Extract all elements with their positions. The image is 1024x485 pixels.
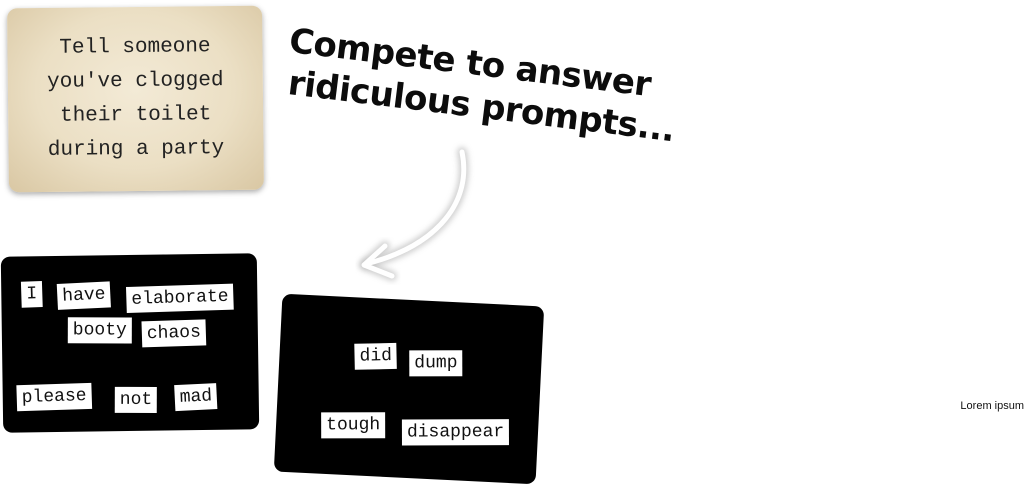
prompt-card: Tell someone you've clogged their toilet… — [7, 5, 264, 193]
prompt-line: their toilet — [59, 103, 212, 128]
word-tile: mad — [174, 383, 218, 412]
word-tile: elaborate — [125, 283, 234, 313]
prompt-text: Tell someone you've clogged their toilet… — [30, 30, 241, 168]
footer-text: Lorem ipsum — [960, 400, 1024, 412]
word-tile: dump — [409, 350, 463, 377]
prompt-line: Tell someone — [59, 35, 211, 60]
answer-card-2: did dump tough disappear — [273, 293, 545, 485]
word-tile: please — [16, 382, 92, 412]
prompt-line: you've clogged — [46, 69, 224, 94]
word-tile: disappear — [401, 419, 510, 446]
answer-card-1: I have elaborate booty chaos please not … — [0, 253, 260, 433]
headline: Compete to answer ridiculous prompts... — [282, 20, 677, 150]
prompt-line: during a party — [47, 137, 225, 162]
word-tile: did — [354, 342, 398, 370]
word-tile: I — [20, 281, 43, 308]
word-tile: chaos — [141, 319, 207, 348]
word-tile: not — [114, 386, 158, 413]
word-tile: have — [56, 281, 112, 310]
word-tile: booty — [67, 317, 132, 344]
curved-arrow-icon — [359, 147, 469, 281]
word-tile: tough — [321, 412, 386, 439]
